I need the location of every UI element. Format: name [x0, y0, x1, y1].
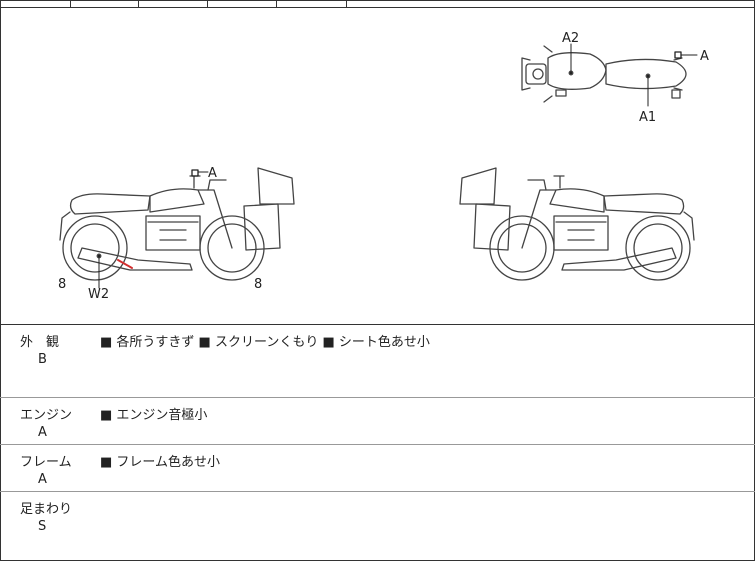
motorcycle-diagrams: A2 A1 A A 8 W2 8	[58, 31, 709, 302]
label-w2: W2	[88, 287, 109, 302]
top-view-markers	[568, 43, 698, 107]
label-a2: A2	[562, 31, 579, 46]
label-a-side: A	[208, 166, 217, 181]
right-side-motorcycle-icon	[459, 167, 695, 281]
top-view-motorcycle-icon	[521, 45, 687, 103]
left-side-motorcycle-icon	[59, 167, 295, 281]
column-divider	[70, 0, 71, 7]
section-category: フレーム	[20, 455, 72, 470]
column-divider	[346, 0, 347, 7]
column-divider	[138, 0, 139, 7]
section-category: エンジン	[20, 408, 73, 423]
damage-diagram: A2 A1 A A 8 W2 8	[0, 8, 755, 325]
label-8-right: 8	[254, 277, 262, 292]
label-a-top: A	[700, 49, 709, 64]
section-items: ■ フレーム色あせ小	[100, 455, 221, 470]
label-a1: A1	[639, 110, 656, 125]
section-grade: A	[38, 425, 47, 440]
section-engine: エンジン A ■ エンジン音極小	[0, 398, 755, 445]
header-row-remnant	[0, 0, 755, 8]
section-category: 足まわり	[20, 502, 73, 517]
section-exterior: 外 観 B ■ 各所うすきず ■ スクリーンくもり ■ シート色あせ小	[0, 325, 755, 398]
section-items: ■ 各所うすきず ■ スクリーンくもり ■ シート色あせ小	[100, 335, 430, 350]
left-side-markers	[96, 169, 209, 289]
column-divider	[207, 0, 208, 7]
section-grade: B	[38, 352, 47, 367]
section-grade: A	[38, 472, 47, 487]
section-category: 外 観	[20, 335, 60, 350]
label-8-left: 8	[58, 277, 66, 292]
section-items: ■ エンジン音極小	[100, 408, 208, 423]
section-suspension: 足まわり S	[0, 492, 755, 561]
section-frame: フレーム A ■ フレーム色あせ小	[0, 445, 755, 492]
column-divider	[276, 0, 277, 7]
section-grade: S	[38, 519, 47, 534]
